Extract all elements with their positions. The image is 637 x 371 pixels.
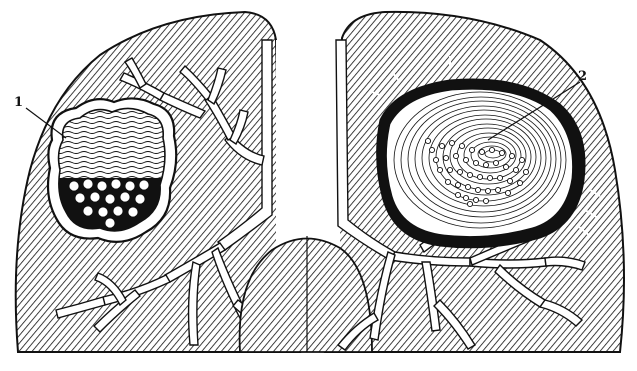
trachea: [276, 40, 342, 250]
right-cavity-concentric-layers: [386, 89, 572, 236]
right-cavity: [377, 79, 585, 248]
left-cavity: [48, 98, 176, 241]
right-lung: 2: [240, 12, 624, 352]
right-cavity-callout-number: 2: [578, 69, 587, 84]
left-cavity-callout-number: 1: [14, 95, 23, 110]
